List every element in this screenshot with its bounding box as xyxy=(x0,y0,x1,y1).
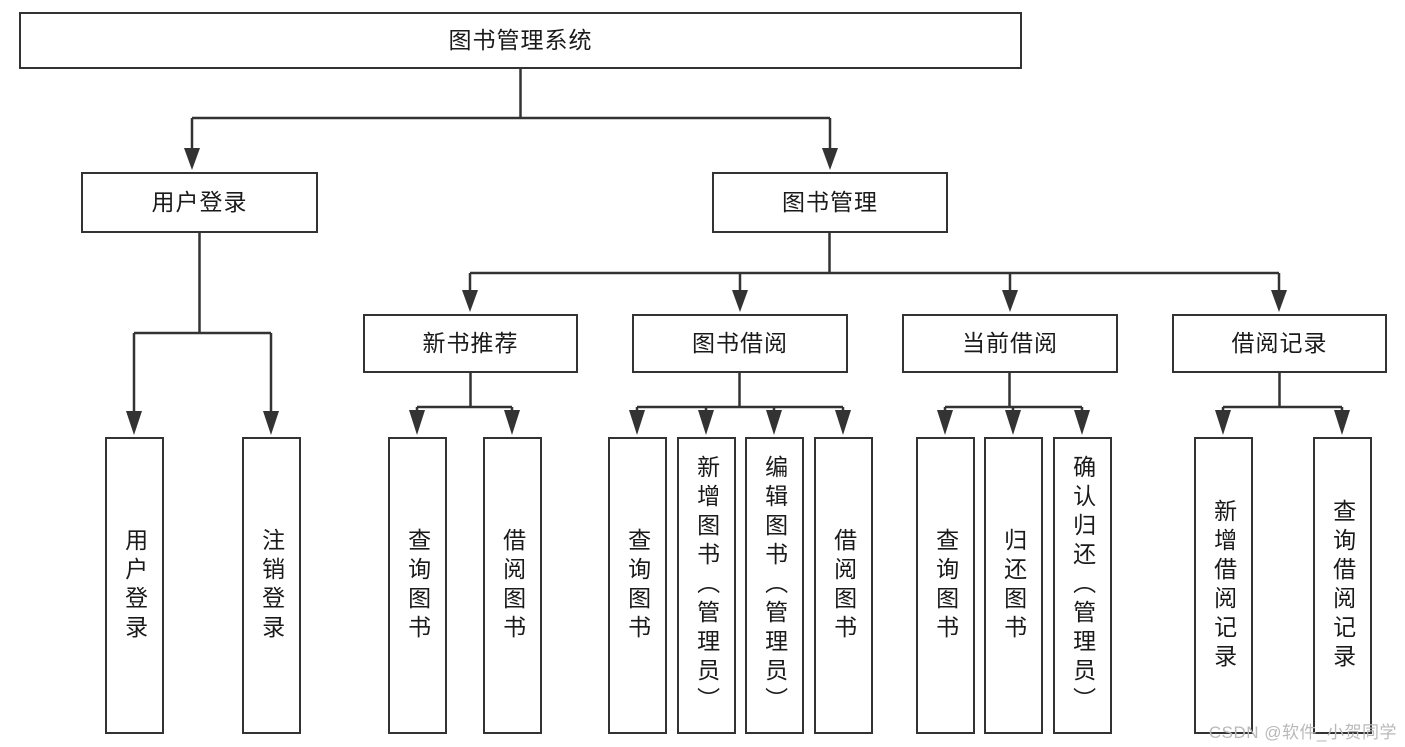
node-leaf-query-book-2-label: 查询图书 xyxy=(624,527,651,644)
node-root[interactable]: 图书管理系统 xyxy=(19,12,1022,69)
node-user-login-label: 用户登录 xyxy=(151,188,248,215)
node-leaf-query-record-label: 查询借阅记录 xyxy=(1329,498,1356,673)
arrow-to-leaf-return-book xyxy=(1005,410,1021,435)
arrow-to-leaf-add-book xyxy=(698,410,714,435)
node-leaf-user-login[interactable]: 用户登录 xyxy=(105,437,164,734)
node-leaf-borrow-book-2-label: 借阅图书 xyxy=(830,527,857,644)
arrow-to-leaf-logout xyxy=(263,411,279,435)
arrow-to-leaf-query-book-1 xyxy=(409,410,425,435)
node-book-management[interactable]: 图书管理 xyxy=(712,172,948,233)
arrow-to-leaf-query-book-3 xyxy=(937,410,953,435)
node-leaf-logout[interactable]: 注销登录 xyxy=(242,437,301,734)
node-borrow-record-label: 借阅记录 xyxy=(1231,329,1328,356)
node-leaf-return-book[interactable]: 归还图书 xyxy=(984,437,1043,734)
arrow-to-leaf-query-record xyxy=(1334,410,1350,435)
arrow-to-borrow-record xyxy=(1271,290,1287,312)
node-new-book-recommend[interactable]: 新书推荐 xyxy=(363,314,578,373)
arrow-to-leaf-borrow-book-1 xyxy=(504,410,520,435)
node-leaf-borrow-book-1[interactable]: 借阅图书 xyxy=(483,437,542,734)
node-leaf-borrow-book-1-label: 借阅图书 xyxy=(499,527,526,644)
node-leaf-edit-book-label: 编辑图书（管理员） xyxy=(761,455,788,716)
node-book-management-label: 图书管理 xyxy=(782,188,878,215)
node-leaf-edit-book[interactable]: 编辑图书（管理员） xyxy=(745,437,804,734)
node-leaf-query-book-3-label: 查询图书 xyxy=(932,527,959,644)
arrow-to-new-book-recommend xyxy=(462,290,478,312)
node-root-label: 图书管理系统 xyxy=(448,26,593,53)
node-leaf-query-book-1-label: 查询图书 xyxy=(404,527,431,644)
arrow-to-user-login xyxy=(184,148,200,170)
node-leaf-query-book-2[interactable]: 查询图书 xyxy=(608,437,667,734)
arrow-to-leaf-confirm-return xyxy=(1074,410,1090,435)
node-leaf-return-book-label: 归还图书 xyxy=(1000,527,1027,644)
arrow-to-book-management xyxy=(822,148,838,170)
node-borrow-record[interactable]: 借阅记录 xyxy=(1172,314,1387,373)
node-leaf-confirm-return[interactable]: 确认归还（管理员） xyxy=(1053,437,1112,734)
node-leaf-query-record[interactable]: 查询借阅记录 xyxy=(1313,437,1372,734)
node-book-borrow[interactable]: 图书借阅 xyxy=(632,314,848,373)
node-leaf-confirm-return-label: 确认归还（管理员） xyxy=(1069,455,1096,716)
node-current-borrow-label: 当前借阅 xyxy=(962,329,1058,356)
node-leaf-add-book[interactable]: 新增图书（管理员） xyxy=(677,437,736,734)
node-leaf-borrow-book-2[interactable]: 借阅图书 xyxy=(814,437,873,734)
node-book-borrow-label: 图书借阅 xyxy=(692,329,788,356)
arrow-to-leaf-add-record xyxy=(1215,410,1231,435)
arrow-to-leaf-borrow-book-2 xyxy=(835,410,851,435)
arrow-to-book-borrow xyxy=(732,290,748,312)
node-leaf-add-book-label: 新增图书（管理员） xyxy=(693,455,720,716)
node-leaf-query-book-1[interactable]: 查询图书 xyxy=(388,437,447,734)
node-current-borrow[interactable]: 当前借阅 xyxy=(902,314,1118,373)
watermark: CSDN @软件_小贺同学 xyxy=(1208,723,1397,742)
arrow-to-leaf-query-book-2 xyxy=(629,410,645,435)
arrow-to-leaf-user-login xyxy=(126,411,142,435)
node-leaf-add-record-label: 新增借阅记录 xyxy=(1210,498,1237,673)
node-leaf-query-book-3[interactable]: 查询图书 xyxy=(916,437,975,734)
node-new-book-recommend-label: 新书推荐 xyxy=(422,329,519,356)
node-user-login[interactable]: 用户登录 xyxy=(81,172,318,233)
node-leaf-logout-label: 注销登录 xyxy=(258,527,285,644)
arrow-to-current-borrow xyxy=(1002,290,1018,312)
node-leaf-user-login-label: 用户登录 xyxy=(121,527,148,644)
arrow-to-leaf-edit-book xyxy=(766,410,782,435)
node-leaf-add-record[interactable]: 新增借阅记录 xyxy=(1194,437,1253,734)
